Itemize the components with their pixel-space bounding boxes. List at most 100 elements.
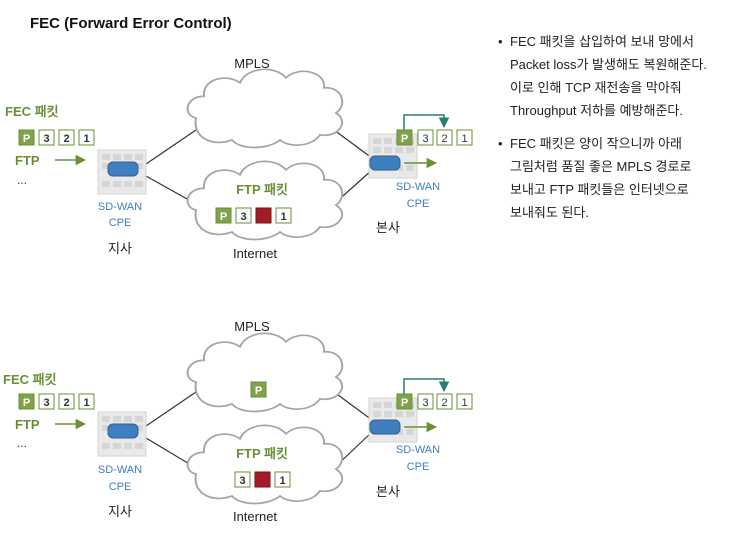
- packet-3: [38, 393, 55, 410]
- packet-1-label: 1: [280, 211, 286, 223]
- recovery-arrow: [403, 114, 450, 130]
- packet-3-label: 3: [240, 211, 246, 223]
- packet-label: 2: [441, 133, 447, 145]
- note-bullet-1: FEC 패킷을 삽입하여 보내 망에서 Packet loss가 발생해도 복원…: [498, 30, 738, 122]
- packet-3: [417, 129, 434, 146]
- packet-label: 3: [239, 475, 245, 487]
- internet-packet-row: 3 1: [234, 471, 291, 488]
- fec-packet-label: FEC 패킷: [3, 372, 57, 387]
- ftp-packet-label: FTP 패킷: [236, 446, 288, 461]
- hq-cpe-router-icon: [369, 419, 401, 435]
- ftp-packet-label: FTP 패킷: [236, 182, 288, 197]
- note-line: 보내줘도 된다.: [510, 205, 589, 220]
- packet-label: 3: [422, 397, 428, 409]
- fec-packet-label: FEC 패킷: [5, 104, 59, 119]
- hq-cpe-router-icon: [369, 155, 401, 171]
- packet-2: [436, 393, 453, 410]
- packet-1: [274, 471, 291, 488]
- packet-2: [58, 129, 75, 146]
- mpls-label: MPLS: [234, 56, 270, 71]
- link-mpls-hq: [333, 391, 373, 421]
- packet-3: [235, 207, 252, 224]
- branch-cpe-label: SD-WAN: [98, 464, 142, 476]
- lost-packet: [255, 207, 272, 224]
- ellipsis: ...: [17, 436, 27, 450]
- fec-packet: [215, 207, 232, 224]
- branch-cpe-label: SD-WAN: [98, 201, 142, 213]
- fec-packet-label: P: [220, 211, 227, 223]
- packet-label: 3: [43, 397, 49, 409]
- hq-name: 본사: [376, 220, 400, 235]
- note-line: Throughput 저하를 예방해준다.: [510, 103, 684, 118]
- mpls-cloud: [186, 68, 344, 149]
- hq-cpe-label: SD-WAN: [396, 181, 440, 193]
- packet-label: P: [401, 133, 408, 145]
- hq-cpe-label-2: CPE: [407, 198, 430, 210]
- link-branch-mpls: [145, 129, 197, 165]
- packet-1: [275, 207, 292, 224]
- packet-label: 3: [43, 133, 49, 145]
- top-diagram: MPLS Internet FTP 패킷 P 3 1 FEC 패킷 P 3 2 …: [5, 56, 473, 261]
- mpls-cloud: [186, 332, 344, 413]
- packet-3: [234, 471, 251, 488]
- note-line: FEC 패킷은 양이 작으니까 아래: [510, 136, 683, 151]
- hq-packet-row: P 3 2 1: [396, 129, 473, 146]
- internet-packet-row: P 3 1: [215, 207, 292, 224]
- packet-3: [417, 393, 434, 410]
- note-bullet-2: FEC 패킷은 양이 작으니까 아래 그림처럼 품질 좋은 MPLS 경로로 보…: [498, 132, 738, 224]
- source-packet-row: P 3 2 1: [18, 129, 95, 146]
- note-line: 그림처럼 품질 좋은 MPLS 경로로: [510, 159, 692, 174]
- mpls-fec-packet: [250, 381, 267, 398]
- source-packet-row: P 3 2 1: [18, 393, 95, 410]
- packet-label: 1: [461, 133, 467, 145]
- packet-1: [456, 129, 473, 146]
- hq-packet-row: P 3 2 1: [396, 393, 473, 410]
- packet-label: 2: [63, 397, 69, 409]
- note-line: FEC 패킷을 삽입하여 보내 망에서: [510, 34, 694, 49]
- branch-name: 지사: [108, 504, 132, 519]
- packet-label: 1: [83, 133, 89, 145]
- packet-label: P: [401, 397, 408, 409]
- branch-cpe-label-2: CPE: [109, 217, 132, 229]
- hq-cpe-label: SD-WAN: [396, 444, 440, 456]
- recovery-arrow: [403, 378, 450, 394]
- packet-label: 2: [63, 133, 69, 145]
- packet-label: 1: [83, 397, 89, 409]
- packet-2: [58, 393, 75, 410]
- packet-3: [38, 129, 55, 146]
- explanation-notes: FEC 패킷을 삽입하여 보내 망에서 Packet loss가 발생해도 복원…: [498, 30, 738, 234]
- packet-label: 3: [422, 133, 428, 145]
- branch-name: 지사: [108, 241, 132, 256]
- packet-1: [456, 393, 473, 410]
- packet-label: P: [23, 133, 30, 145]
- internet-cloud: [186, 160, 344, 241]
- bottom-diagram: MPLS Internet FTP 패킷 P 3 1 FEC 패킷 P 3 2 …: [3, 319, 473, 524]
- ftp-label: FTP: [15, 417, 40, 432]
- internet-label: Internet: [233, 509, 277, 524]
- link-mpls-hq: [333, 129, 373, 159]
- packet-2: [436, 129, 453, 146]
- branch-cpe-label-2: CPE: [109, 481, 132, 493]
- page-title: FEC (Forward Error Control): [30, 15, 232, 32]
- branch-cpe-router-icon: [107, 161, 139, 177]
- internet-cloud: [186, 424, 344, 505]
- mpls-label: MPLS: [234, 319, 270, 334]
- fec-packet: [18, 393, 35, 410]
- packet-1: [78, 129, 95, 146]
- packet-1: [78, 393, 95, 410]
- note-line: 보내고 FTP 패킷들은 인터넷으로: [510, 182, 689, 197]
- ellipsis: ...: [17, 173, 27, 187]
- link-branch-mpls: [145, 391, 197, 427]
- lost-packet: [254, 471, 271, 488]
- packet-label: P: [23, 397, 30, 409]
- packet-label: 1: [461, 397, 467, 409]
- internet-label: Internet: [233, 246, 277, 261]
- note-line: Packet loss가 발생해도 복원해준다.: [510, 57, 707, 72]
- hq-name: 본사: [376, 484, 400, 499]
- ftp-label: FTP: [15, 153, 40, 168]
- packet-label: 2: [441, 397, 447, 409]
- hq-cpe-label-2: CPE: [407, 461, 430, 473]
- branch-cpe-router-icon: [107, 423, 139, 439]
- note-line: 이로 인해 TCP 재전송을 막아줘: [510, 80, 682, 95]
